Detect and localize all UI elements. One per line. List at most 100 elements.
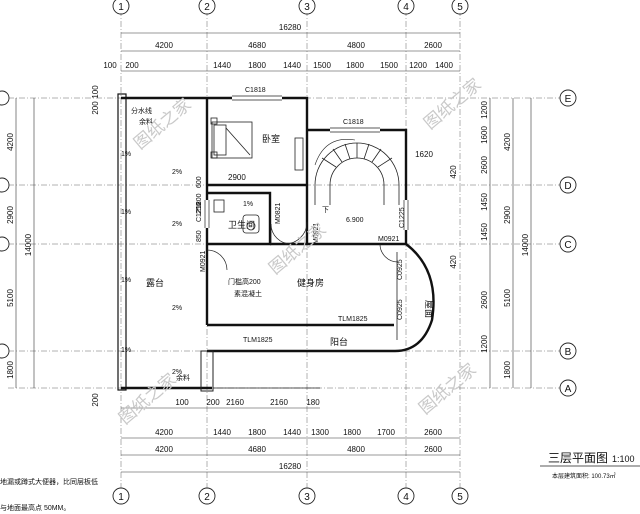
title-block: 三层平面图 1:100 本层建筑面积: 100.73㎡ [540,451,640,480]
svg-text:420: 420 [449,255,458,269]
doors [206,221,399,271]
drawing-area-note: 本层建筑面积: 100.73㎡ [552,472,616,480]
svg-text:1%: 1% [243,201,253,208]
svg-text:1800: 1800 [343,428,361,437]
component-labels: C1818 C1818 C1218 C1225 C0925 C0925 M082… [121,87,406,382]
label-c0925: C0925 [397,259,404,280]
svg-text:2: 2 [204,492,210,503]
svg-text:2%: 2% [172,305,182,312]
svg-text:2900: 2900 [228,173,246,182]
svg-text:100: 100 [103,61,117,70]
svg-text:2900: 2900 [503,206,512,224]
label-down: 下 [322,206,329,214]
right-dimensions: 1200 1600 2600 1450 1450 2600 1200 4200 … [415,98,532,388]
svg-text:1450: 1450 [480,223,489,241]
label-c0925b: C0925 [397,299,404,320]
axis-right: E D C B A [559,89,577,397]
svg-text:1440: 1440 [283,428,301,437]
inner-dimensions: 600 1200 250 850 2900 [196,173,246,242]
axis-top-3: 3 [304,2,310,13]
svg-text:1200: 1200 [480,101,489,119]
axis-left [0,90,10,359]
svg-text:200: 200 [125,61,139,70]
svg-text:4200: 4200 [6,133,15,151]
note-line-1: 地漏或蹲式大便器，比同层板低 [0,477,98,486]
axis-top: 1 2 3 4 5 [112,0,469,15]
svg-text:图纸之家: 图纸之家 [115,370,179,428]
svg-text:1200: 1200 [480,335,489,353]
svg-text:1440: 1440 [213,61,231,70]
room-bathroom: 卫生间 [228,219,255,230]
svg-text:1800: 1800 [503,361,512,379]
windows [204,95,409,230]
label-elevation: 6.900 [346,217,364,224]
wardrobe [294,137,304,171]
svg-text:余料: 余料 [176,373,190,382]
notes: 地漏或蹲式大便器，比同层板低 与地面最高点 50MM。 [0,477,98,512]
svg-text:1400: 1400 [435,61,453,70]
svg-text:1800: 1800 [346,61,364,70]
svg-text:余料: 余料 [139,117,153,126]
bed-furniture [210,117,253,159]
label-m0921-c: M0921 [200,250,207,272]
axis-top-4: 4 [403,2,409,13]
svg-text:2160: 2160 [226,398,244,407]
label-c1225: C1225 [399,207,406,228]
svg-text:5100: 5100 [503,289,512,307]
svg-text:E: E [565,94,572,105]
svg-text:D: D [564,181,571,192]
svg-text:素混凝土: 素混凝土 [234,289,262,298]
svg-text:2%: 2% [172,169,182,176]
svg-text:14000: 14000 [24,233,33,256]
bottom-dimensions: 100 200 2160 2160 180 4200 1440 1800 144… [121,398,460,473]
svg-text:4200: 4200 [503,133,512,151]
bathroom-fixtures [213,199,260,234]
svg-text:图纸之家: 图纸之家 [415,360,479,418]
svg-text:2160: 2160 [270,398,288,407]
svg-text:分水线: 分水线 [131,106,152,115]
label-c1818-b: C1818 [343,119,364,126]
svg-text:C: C [564,240,571,251]
svg-text:200: 200 [206,398,220,407]
svg-text:1200: 1200 [409,61,427,70]
svg-text:1800: 1800 [6,361,15,379]
axis-top-5: 5 [457,2,463,13]
svg-text:1500: 1500 [380,61,398,70]
svg-text:4800: 4800 [347,445,365,454]
svg-text:1%: 1% [121,277,131,284]
drawing-scale: 1:100 [612,454,635,464]
svg-text:16280: 16280 [279,462,302,471]
svg-text:5: 5 [457,492,463,503]
svg-text:2900: 2900 [6,206,15,224]
room-study: 健身房 [297,277,324,288]
label-m0821: M0821 [275,202,282,224]
svg-text:4200: 4200 [155,41,173,50]
drawing-title: 三层平面图 [548,451,608,465]
svg-text:2%: 2% [172,369,182,376]
room-terrace: 露台 [146,277,164,288]
svg-text:2%: 2% [172,221,182,228]
svg-text:600: 600 [196,176,203,188]
label-tlm1825-b: TLM1825 [243,337,273,344]
svg-text:1%: 1% [121,151,131,158]
label-m0921-b: M0921 [378,236,400,243]
svg-text:1%: 1% [121,209,131,216]
label-c1218: C1218 [196,201,203,222]
svg-text:4680: 4680 [248,445,266,454]
dim-top-total: 16280 [279,23,302,32]
label-c1818-a: C1818 [245,87,266,94]
svg-text:5100: 5100 [6,289,15,307]
room-flower-bed: 屋面 [424,300,434,318]
svg-text:200: 200 [91,393,100,407]
svg-text:1450: 1450 [480,193,489,211]
svg-text:图纸之家: 图纸之家 [420,75,484,133]
svg-text:1440: 1440 [213,428,231,437]
svg-text:100: 100 [175,398,189,407]
svg-text:1200: 1200 [196,193,203,209]
svg-text:4200: 4200 [155,445,173,454]
svg-text:4800: 4800 [347,41,365,50]
room-bedroom: 卧室 [262,133,280,144]
room-labels: 卧室 卫生间 露台 健身房 阳台 屋面 [146,133,434,347]
svg-text:14000: 14000 [521,233,530,256]
watermark: 图纸之家 图纸之家 图纸之家 图纸之家 图纸之家 [115,75,484,428]
